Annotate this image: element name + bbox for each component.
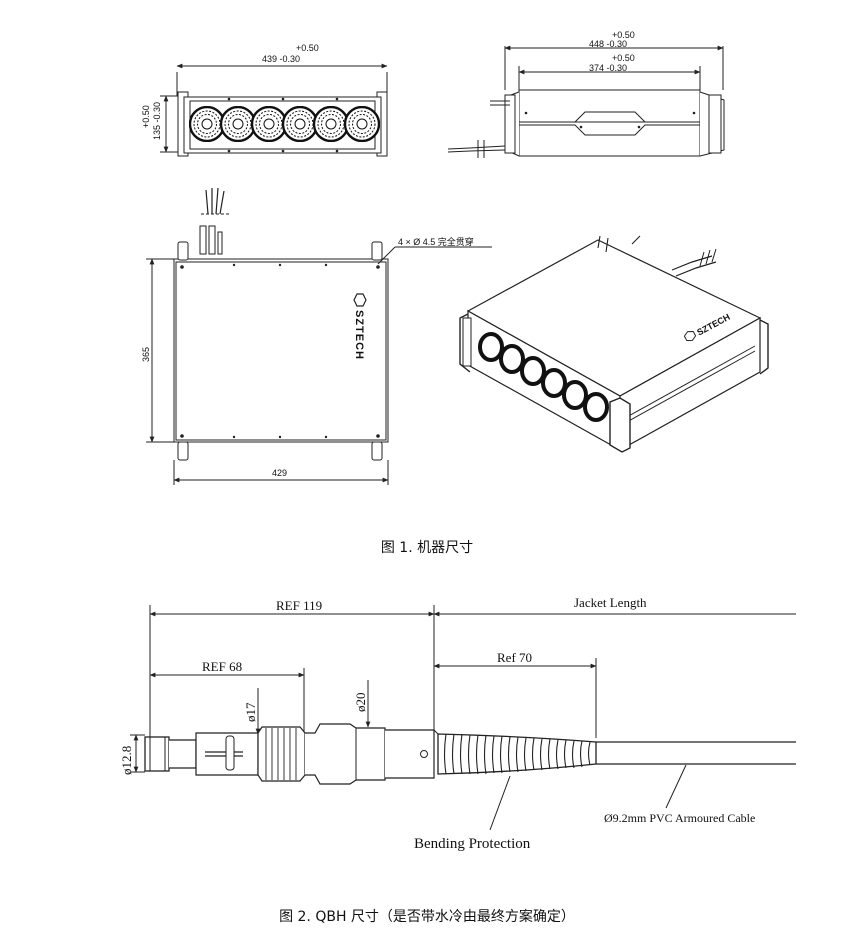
brand-logo-icon: SZTECH (353, 293, 367, 360)
cable-label: Ø9.2mm PVC Armoured Cable (604, 811, 755, 825)
fan-icon (562, 380, 588, 410)
side-outer-tol: +0.50 (612, 30, 635, 40)
bending-protection-label: Bending Protection (414, 836, 531, 852)
ref68-label: REF 68 (202, 659, 242, 674)
top-height-label: 365 (141, 347, 151, 362)
iso-view: SZTECH (459, 235, 769, 453)
front-height-label: 135 -0.30 (152, 102, 162, 140)
side-inner-label: 374 -0.30 (589, 63, 627, 73)
front-height-tol: +0.50 (141, 105, 151, 128)
fan-icon (541, 368, 567, 398)
fan-icon (583, 392, 609, 422)
side-view: +0.50 448 -0.30 +0.50 374 -0.30 (447, 30, 725, 158)
front-view: +0.50 439 -0.30 +0.50 135 -0.30 (141, 43, 388, 157)
hole-note: 4 × Ø 4.5 完全贯穿 (398, 236, 474, 247)
ref119-label: REF 119 (276, 598, 322, 613)
qbh-drawing: REF 119 Jacket Length REF 68 Ref 70 ø17 … (119, 595, 796, 852)
fan-icon (499, 344, 525, 374)
fan-icon (282, 106, 318, 142)
fan-icon (520, 356, 546, 386)
fan-icon (220, 106, 256, 142)
fan-icon (344, 106, 380, 142)
front-width-tol: +0.50 (296, 43, 319, 53)
side-outer-label: 448 -0.30 (589, 39, 627, 49)
fan-icon (251, 106, 287, 142)
fan-icon (189, 106, 225, 142)
side-inner-tol: +0.50 (612, 53, 635, 63)
fan-icon (313, 106, 349, 142)
figure1-caption: 图 1. 机器尺寸 (380, 540, 474, 556)
figure2-caption: 图 2. QBH 尺寸（是否带水冷由最终方案确定） (279, 909, 575, 925)
jacket-length-label: Jacket Length (574, 595, 647, 610)
top-width-label: 429 (272, 468, 287, 478)
dia128-label: ø12.8 (119, 746, 134, 775)
fan-icon (478, 332, 504, 362)
dia20-label: ø20 (353, 693, 368, 713)
ref70-label: Ref 70 (497, 650, 532, 665)
iso-fans (478, 332, 609, 422)
top-view: 4 × Ø 4.5 完全贯穿 SZTECH 365 429 (141, 187, 492, 485)
top-logo-text: SZTECH (353, 310, 365, 360)
dia17-label: ø17 (243, 702, 258, 722)
front-width-label: 439 -0.30 (262, 54, 300, 64)
